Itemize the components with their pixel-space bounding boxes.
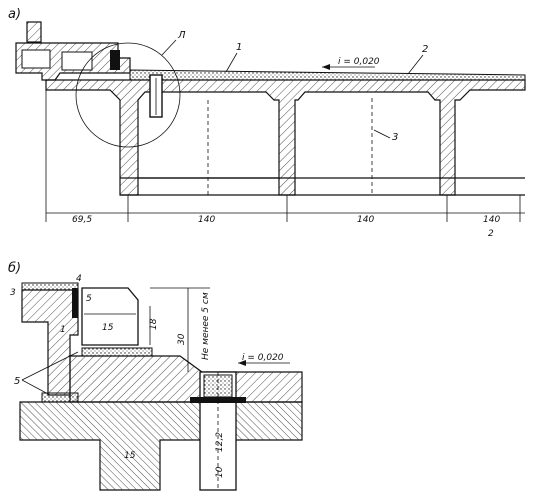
panel-b-label: б)	[8, 261, 21, 276]
b-slope: i = 0,020	[242, 353, 284, 363]
b-5b-leader-1	[21, 379, 51, 396]
callout-2-leader	[407, 54, 424, 75]
b-callout-5: 5	[86, 294, 92, 304]
slope-arrowhead-a	[322, 64, 330, 70]
detail-circle	[75, 42, 181, 148]
callout-3-leader	[373, 129, 391, 139]
cornice-void-1	[21, 49, 51, 69]
slope-a: i = 0,020	[338, 57, 380, 67]
b-dim-10: 10	[215, 466, 225, 478]
b-callout-5b: 5	[14, 376, 20, 387]
b-dim-30: 30	[177, 333, 187, 345]
dim-140-1: 140	[198, 215, 215, 225]
railing-post	[26, 21, 42, 43]
curb-block	[81, 287, 139, 346]
dim-140-2: 140	[357, 215, 374, 225]
b-dim-12-2: 12,2	[215, 432, 225, 452]
b-callout-3: 3	[10, 288, 16, 298]
b-dim-15: 15	[102, 323, 114, 333]
panel-b: б) 3 4 5 1 5 15 18 30	[8, 261, 303, 491]
detail-letter: Л	[177, 30, 186, 41]
b-5b-leader-2	[21, 351, 79, 381]
panel-a-label: а)	[8, 7, 21, 22]
b-dim-18: 18	[149, 318, 159, 330]
dim-suffix: 2	[488, 229, 494, 239]
b-callout-4: 4	[76, 274, 82, 284]
b-slope-arrowhead	[238, 360, 246, 366]
b-callout-1: 1	[60, 325, 66, 335]
callout-3: 3	[392, 132, 398, 143]
curb-pavement	[81, 347, 153, 357]
dim-69-5: 69,5	[72, 215, 92, 225]
callout-1-leader	[225, 52, 238, 73]
callout-1: 1	[236, 42, 242, 53]
cornice-edge	[110, 50, 120, 70]
pavement-layer	[129, 69, 526, 81]
callout-2: 2	[422, 44, 428, 55]
detail-leader	[161, 39, 177, 56]
b-min-note: Не менее 5 см	[201, 292, 211, 360]
sealing-strip	[41, 392, 79, 403]
dim-140-3: 140	[483, 215, 500, 225]
top-cap-layer	[21, 282, 79, 291]
joint-filler	[72, 288, 78, 318]
lower-beam	[19, 401, 303, 491]
panel-a: а) Л 1 2 3 i = 0,02	[8, 7, 526, 239]
b-dim-15b: 15	[124, 451, 136, 461]
cornice-void-2	[61, 51, 93, 71]
